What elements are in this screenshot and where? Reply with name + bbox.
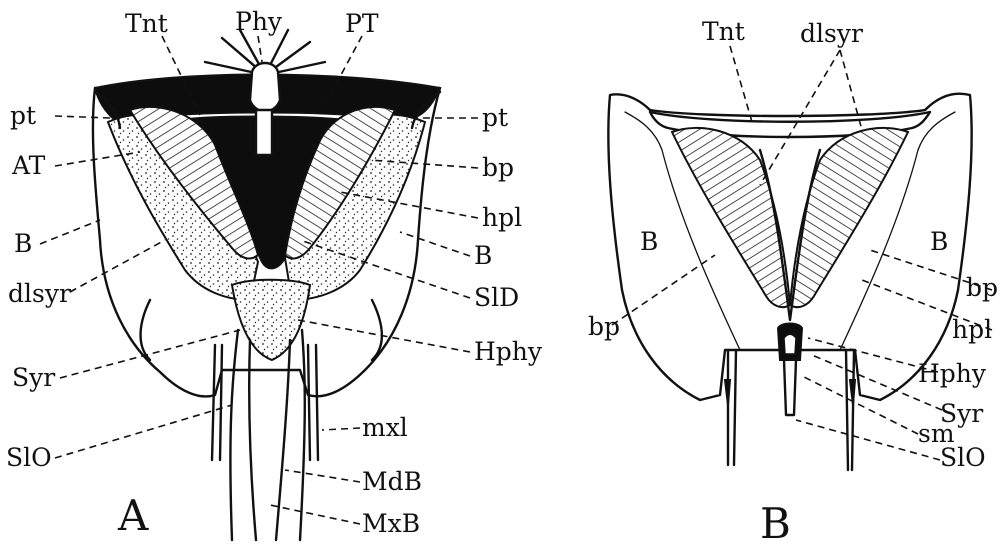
panel-a-label-pt-right: pt <box>482 103 508 132</box>
panel-a-label-tnt: Tnt <box>125 9 168 38</box>
panel-a-label-pt-upper: PT <box>345 9 379 38</box>
panel-a-label-at: AT <box>11 151 46 180</box>
panel-a-label-bp: bp <box>482 153 514 182</box>
panel-a-label-hphy: Hphy <box>474 337 543 366</box>
panel-a: Tnt Phy PT pt AT B dlsyr Syr SlO pt bp h… <box>6 7 543 540</box>
panel-b-label-b-left: B <box>640 227 658 256</box>
panel-b-stylet <box>784 360 796 415</box>
panel-b-label-bp-right: bp <box>966 273 998 302</box>
panel-a-label-sld: SlD <box>474 283 519 312</box>
panel-b-label-tnt: Tnt <box>702 17 745 46</box>
panel-a-label-slo: SlO <box>6 443 52 472</box>
panel-b: Tnt dlsyr B B bp bp hpl Hphy Syr sm SlO … <box>588 17 998 544</box>
panel-b-label-dlsyr: dlsyr <box>800 19 863 48</box>
panel-b-label-hpl: hpl <box>952 315 992 344</box>
panel-a-letter: A <box>117 491 149 540</box>
panel-a-label-b-right: B <box>474 241 492 270</box>
panel-a-label-phy: Phy <box>235 7 283 36</box>
panel-b-label-slo: SlO <box>940 443 986 472</box>
panel-a-label-hpl: hpl <box>482 203 522 232</box>
panel-b-label-b-right: B <box>930 227 948 256</box>
panel-b-left-stylet-tip <box>725 380 730 405</box>
panel-a-label-syr: Syr <box>12 363 55 392</box>
panel-a-label-b-left: B <box>14 229 32 258</box>
panel-a-label-dlsyr: dlsyr <box>8 279 71 308</box>
panel-b-label-bp-left: bp <box>588 312 620 341</box>
panel-a-label-pt-left: pt <box>10 101 36 130</box>
panel-b-label-hphy: Hphy <box>918 359 987 388</box>
panel-a-label-mxl: mxl <box>362 413 408 442</box>
panel-b-syringe-inner <box>784 334 796 354</box>
panel-a-label-mdb: MdB <box>362 467 422 496</box>
panel-b-letter: B <box>760 499 791 544</box>
panel-a-label-mxb: MxB <box>362 509 420 538</box>
panel-b-right-stylet <box>846 350 854 470</box>
panel-b-left-stylet <box>728 350 736 465</box>
